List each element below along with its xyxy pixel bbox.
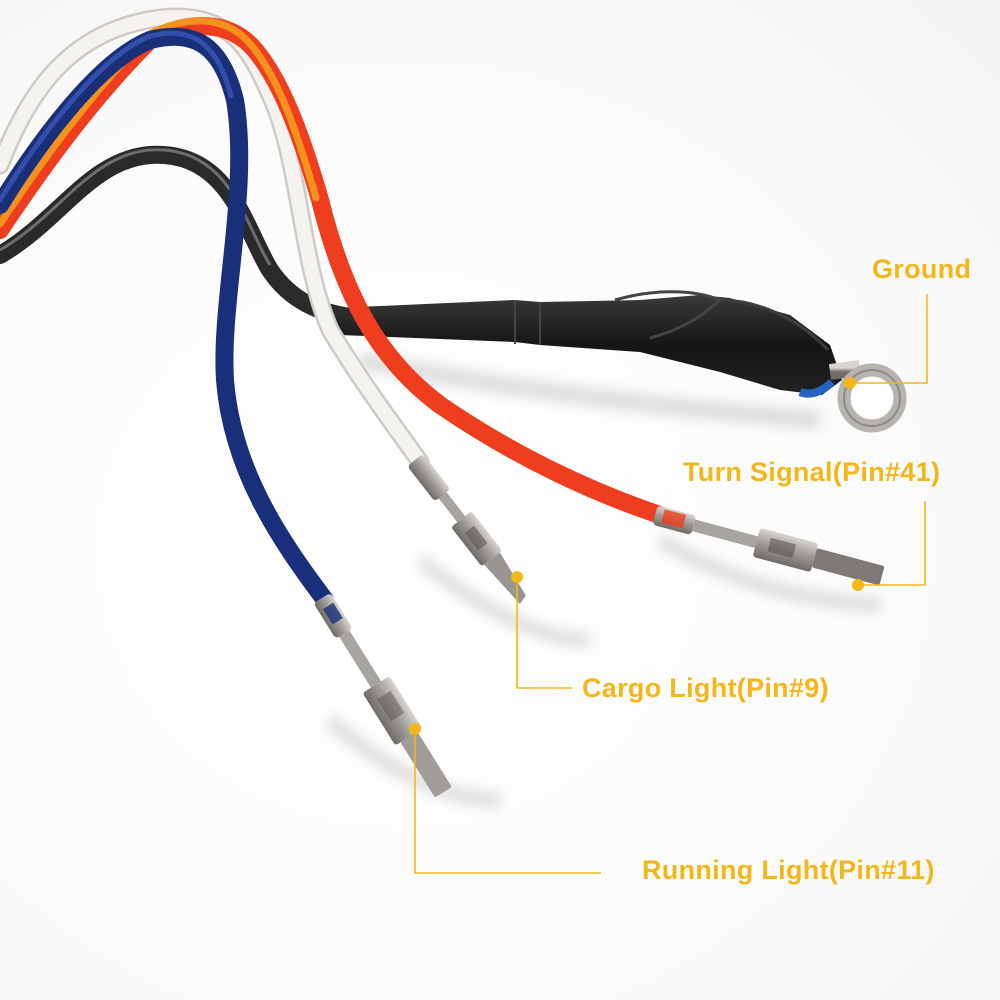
cargo-terminal <box>408 455 526 604</box>
heat-shrink-sleeve <box>335 290 842 398</box>
ring-terminal <box>828 360 907 433</box>
callout-ground <box>844 294 928 389</box>
red-orange-wire <box>0 17 669 524</box>
callout-running-light <box>409 723 601 874</box>
turn-signal-terminal <box>653 506 885 586</box>
callout-turn-signal <box>852 501 926 591</box>
white-wire <box>0 7 430 472</box>
turn-signal-label: Turn Signal(Pin#41) <box>683 457 941 487</box>
shadows <box>325 351 881 807</box>
running-light-label: Running Light(Pin#11) <box>642 855 935 885</box>
blue-wire <box>0 27 334 609</box>
running-light-terminal <box>315 594 452 797</box>
callout-cargo-light <box>511 571 572 689</box>
ground-label: Ground <box>872 254 972 284</box>
cargo-light-label: Cargo Light(Pin#9) <box>582 673 829 703</box>
black-wire <box>0 145 369 327</box>
